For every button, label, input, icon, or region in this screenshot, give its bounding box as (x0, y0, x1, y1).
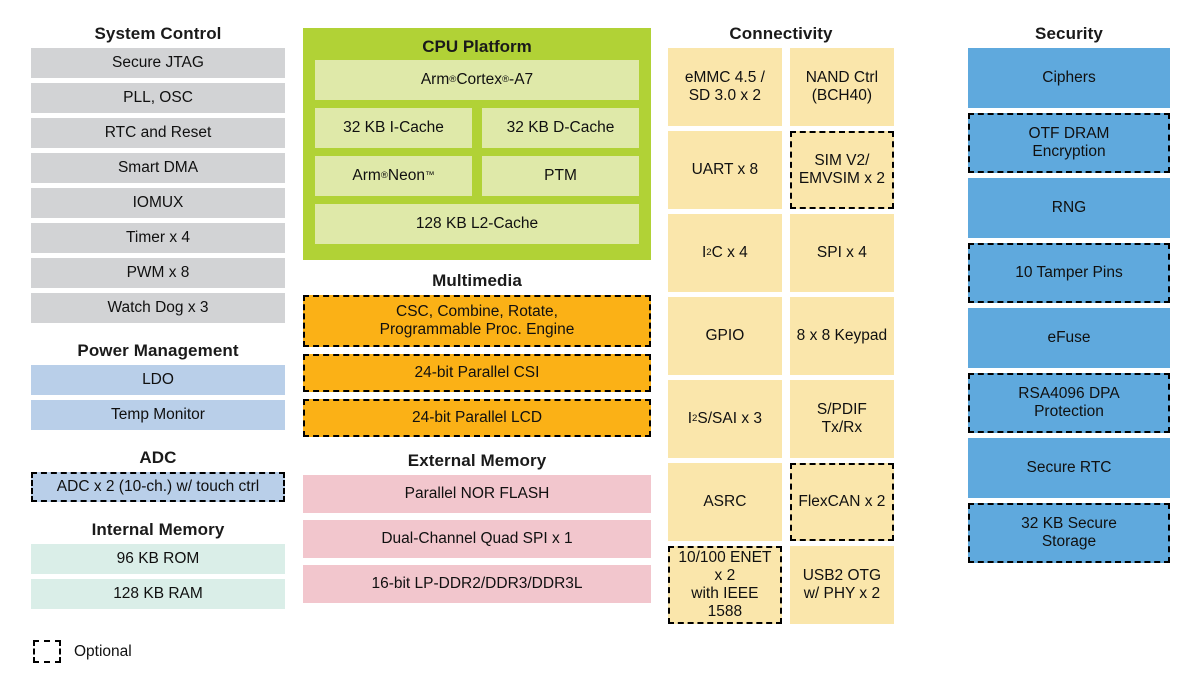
block-ldo[interactable]: LDO (31, 365, 285, 395)
block-10-tamper-pins[interactable]: 10 Tamper Pins (968, 243, 1170, 303)
block-iomux[interactable]: IOMUX (31, 188, 285, 218)
section-title-cpu-platform: CPU Platform (422, 37, 532, 56)
block-ptm[interactable]: PTM (482, 156, 639, 196)
block-timer-x-4[interactable]: Timer x 4 (31, 223, 285, 253)
block-flexcan-x-2[interactable]: FlexCAN x 2 (789, 463, 894, 541)
block-nand-ctrl-bch40[interactable]: NAND Ctrl(BCH40) (789, 48, 894, 126)
cpu-row: 128 KB L2-Cache (315, 204, 639, 244)
external-memory-block-list: Parallel NOR FLASH Dual-Channel Quad SPI … (303, 475, 651, 603)
block-sim-v2-emvsim-x-2[interactable]: SIM V2/EMVSIM x 2 (789, 131, 894, 209)
block-rng[interactable]: RNG (968, 178, 1170, 238)
block-32-kb-d-cache[interactable]: 32 KB D-Cache (482, 108, 639, 148)
left-column: System Control Secure JTAG PLL, OSC RTC an… (31, 22, 285, 614)
block-24-bit-parallel-lcd[interactable]: 24-bit Parallel LCD (303, 399, 651, 437)
block-watch-dog-x-3[interactable]: Watch Dog x 3 (31, 293, 285, 323)
block-emmc-4-5-sd-3-0-x-2[interactable]: eMMC 4.5 /SD 3.0 x 2 (668, 48, 782, 126)
block-temp-monitor[interactable]: Temp Monitor (31, 400, 285, 430)
block-rtc-and-reset[interactable]: RTC and Reset (31, 118, 285, 148)
block-gpio[interactable]: GPIO (668, 297, 782, 375)
block-otf-dram-encryption[interactable]: OTF DRAM Encryption (968, 113, 1170, 173)
block-128-kb-l2-cache[interactable]: 128 KB L2-Cache (315, 204, 639, 244)
block-s-pdif-tx-rx[interactable]: S/PDIF Tx/Rx (789, 380, 894, 458)
block-96-kb-rom[interactable]: 96 KB ROM (31, 544, 285, 574)
power-management-block-list: LDO Temp Monitor (31, 365, 285, 430)
section-title-multimedia: Multimedia (432, 271, 522, 290)
block-24-bit-parallel-csi[interactable]: 24-bit Parallel CSI (303, 354, 651, 392)
block-128-kb-ram[interactable]: 128 KB RAM (31, 579, 285, 609)
cpu-row: Arm® Cortex®-A7 (315, 60, 639, 100)
block-dual-channel-quad-spi-x-1[interactable]: Dual-Channel Quad SPI x 1 (303, 520, 651, 558)
multimedia-block-list: CSC, Combine, Rotate, Programmable Proc.… (303, 295, 651, 437)
section-title-power-management: Power Management (77, 341, 239, 360)
block-adc-x-2-10-ch-w-touch-ctrl[interactable]: ADC x 2 (10-ch.) w/ touch ctrl (31, 472, 285, 502)
section-title-adc: ADC (139, 448, 177, 467)
block-ciphers[interactable]: Ciphers (968, 48, 1170, 108)
block-secure-jtag[interactable]: Secure JTAG (31, 48, 285, 78)
block-parallel-nor-flash[interactable]: Parallel NOR FLASH (303, 475, 651, 513)
block-spi-x-4[interactable]: SPI x 4 (789, 214, 894, 292)
block-pwm-x-8[interactable]: PWM x 8 (31, 258, 285, 288)
block-rsa4096-dpa-protection[interactable]: RSA4096 DPA Protection (968, 373, 1170, 433)
block-arm-reg-cortex-reg-a7[interactable]: Arm® Cortex®-A7 (315, 60, 639, 100)
block-32-kb-secure-storage[interactable]: 32 KB Secure Storage (968, 503, 1170, 563)
block-uart-x-8[interactable]: UART x 8 (668, 131, 782, 209)
internal-memory-block-list: 96 KB ROM 128 KB RAM (31, 544, 285, 609)
section-title-internal-memory: Internal Memory (91, 520, 225, 539)
block-asrc[interactable]: ASRC (668, 463, 782, 541)
legend-optional-label: Optional (74, 642, 132, 660)
section-title-system-control: System Control (94, 24, 222, 43)
block-16-bit-lp-ddr2-ddr3-ddr3l[interactable]: 16-bit LP-DDR2/DDR3/DDR3L (303, 565, 651, 603)
section-title-external-memory: External Memory (407, 451, 547, 470)
section-title-security: Security (1035, 24, 1103, 43)
block-smart-dma[interactable]: Smart DMA (31, 153, 285, 183)
block-8-x-8-keypad[interactable]: 8 x 8 Keypad (789, 297, 894, 375)
block-32-kb-i-cache[interactable]: 32 KB I-Cache (315, 108, 472, 148)
block-csc-combine-rotate-programmable-proc[interactable]: CSC, Combine, Rotate, Programmable Proc.… (303, 295, 651, 347)
block-pll-osc[interactable]: PLL, OSC (31, 83, 285, 113)
block-secure-rtc[interactable]: Secure RTC (968, 438, 1170, 498)
cpu-platform-panel: CPU Platform Arm® Cortex®-A7 32 KB I-Cach… (303, 28, 651, 260)
block-efuse[interactable]: eFuse (968, 308, 1170, 368)
adc-block-list: ADC x 2 (10-ch.) w/ touch ctrl (31, 472, 285, 502)
legend-dashed-swatch-icon (33, 640, 61, 663)
section-title-connectivity: Connectivity (729, 24, 833, 43)
center-column: CPU Platform Arm® Cortex®-A7 32 KB I-Cach… (303, 28, 651, 610)
legend-optional: Optional (33, 640, 132, 663)
